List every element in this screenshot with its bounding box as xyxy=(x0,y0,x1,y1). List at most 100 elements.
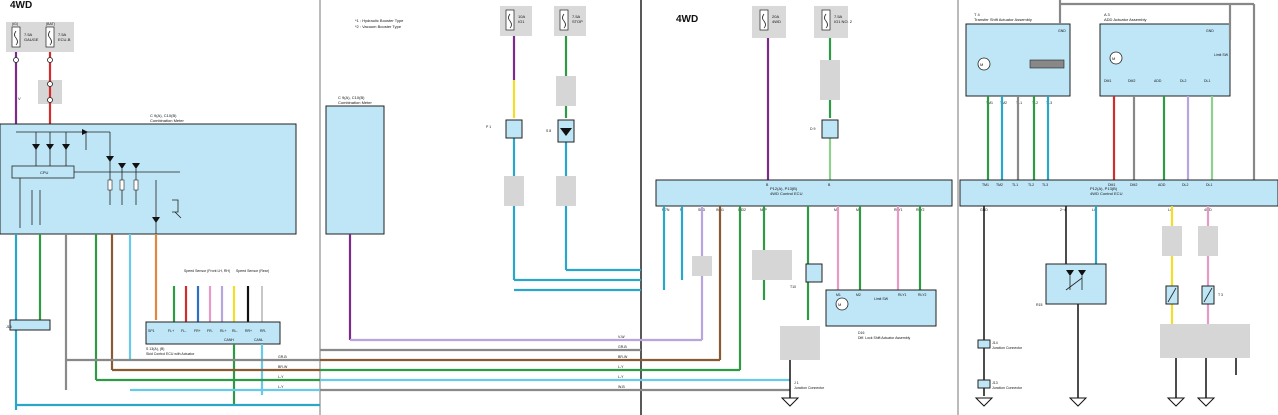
wire-label: GR-B xyxy=(278,355,287,359)
component-code: C 9(A), C10(B) xyxy=(150,113,177,118)
pin-label: RLY1 xyxy=(898,293,907,297)
pin-label: RR- xyxy=(260,329,267,333)
component-code: R15 xyxy=(1036,303,1042,307)
pin-label: M2 xyxy=(856,208,861,212)
component-code: P12(A), P13(B) xyxy=(1090,186,1118,191)
limit-switch-label: Limit SW xyxy=(874,297,889,301)
speed-sensor-front-label: Speed Sensor (Front LH, RH) xyxy=(184,269,230,273)
junction-name: Junction Connector xyxy=(992,386,1023,390)
wire-label: L-Y xyxy=(278,375,284,379)
stop-light-switch: S 8 xyxy=(546,119,575,143)
pin-label: DM1 xyxy=(1108,183,1115,187)
pin-label: TM2 xyxy=(996,183,1003,187)
component-code: D16 xyxy=(858,331,864,335)
fuse-rating: 7.5A xyxy=(24,32,33,37)
pin-label: DL1 xyxy=(1204,79,1210,83)
junction-name: Junction Connector xyxy=(992,346,1023,350)
pin-label: FR+ xyxy=(194,329,201,333)
component-name: Combination Meter xyxy=(338,100,372,105)
limit-switch-label: Limit SW xyxy=(1214,53,1229,57)
component-code: P 1 xyxy=(486,125,491,129)
pin-label: DM1 xyxy=(1104,79,1111,83)
fuse-rating: 7.5A xyxy=(572,14,581,19)
pin-label: DL1 xyxy=(1206,183,1212,187)
pin-label: FL+ xyxy=(168,329,174,333)
pin-label: RL+ xyxy=(220,329,227,333)
pin-label: RL- xyxy=(232,329,238,333)
fuse-rating: 7.5A xyxy=(58,32,67,37)
fuse-name: IG1 xyxy=(518,19,525,24)
fuse-name: STOP xyxy=(572,19,583,24)
pin-label: DM2 xyxy=(1128,79,1135,83)
component-code: T 3 xyxy=(1218,293,1223,297)
fuse-name: 4WD xyxy=(772,19,781,24)
pin-label: L4 xyxy=(1168,208,1172,212)
transfer-shift-actuator: T 4 Transfer Shift Actuator Assembly M G… xyxy=(965,12,1071,105)
wire-label: L-Y xyxy=(618,375,624,379)
pin-label: CANL xyxy=(254,338,263,342)
fuse-ig1: 10A IG1 xyxy=(500,6,532,36)
transfer-switch-t10 xyxy=(1165,285,1179,305)
component-code: T10 xyxy=(790,285,796,289)
wire-label: BR-W xyxy=(278,365,288,369)
wire-label: GR-B xyxy=(618,345,627,349)
pin-label: TL1 xyxy=(1012,183,1018,187)
fuse-rating: 20A xyxy=(772,14,779,19)
pin-label: CANH xyxy=(224,338,234,342)
page-title-left: 4WD xyxy=(10,0,32,11)
pin-label: ADD xyxy=(1154,79,1162,83)
note-vacuum: *2 : Vacuum Booster Type xyxy=(355,24,402,29)
pin-label: DL2 xyxy=(1180,79,1186,83)
cpu-label: CPU xyxy=(40,170,49,175)
component-code: S 8 xyxy=(546,129,551,133)
component-name: Diff. Lock Shift Actuator Assembly xyxy=(858,336,911,340)
wire-label: BR-W xyxy=(618,355,628,359)
wire-label: V-W xyxy=(618,335,625,339)
speed-sensor-wires: Speed Sensor (Front LH, RH) Speed Sensor… xyxy=(172,269,269,322)
junction-code: J 1 xyxy=(794,381,799,385)
fuse-name: IG1 NO. 2 xyxy=(834,19,853,24)
pin-label: M2 xyxy=(856,293,861,297)
combination-meter-2: C 9(A), C10(B) Combination Meter xyxy=(325,95,385,235)
junction-block xyxy=(9,319,51,331)
junction-code: J14 xyxy=(992,341,998,345)
component-code: D 9 xyxy=(810,127,816,131)
fuse-id: (IG) xyxy=(12,22,18,26)
component-code: T 4 xyxy=(974,12,980,17)
component-code: A 3 xyxy=(1104,12,1111,17)
wire-label: L-Y xyxy=(618,365,624,369)
pin-label: DM2 xyxy=(1130,183,1137,187)
pin-label: M7N xyxy=(662,208,670,212)
pin-label: FR- xyxy=(207,329,214,333)
pin-label: IND2 xyxy=(738,208,746,212)
svg-text:M: M xyxy=(980,62,983,67)
lock-shift-switch: D 9 xyxy=(810,119,839,139)
page-title-right: 4WD xyxy=(676,14,698,25)
pin-label: B xyxy=(766,183,769,187)
pin-label: DL2 xyxy=(1182,183,1188,187)
component-name: Skid Control ECU with Actuator xyxy=(146,352,195,356)
svg-text:M: M xyxy=(1112,56,1115,61)
parking-brake-switch: P 1 xyxy=(486,119,523,139)
fuse-4wd: 20A 4WD xyxy=(752,6,786,38)
fuse-id: (BAT) xyxy=(46,22,55,26)
gnd-label: GND xyxy=(1058,29,1066,33)
svg-text:M: M xyxy=(838,302,841,307)
combination-meter: C 9(A), C10(B) Combination Meter CPU xyxy=(0,113,297,235)
pin-label: M1 xyxy=(836,293,841,297)
pin-label: LO xyxy=(1092,208,1097,212)
4wd-control-ecu-2: P12(A), P13(B) 4WD Control ECU TM1 TM2 T… xyxy=(959,179,1278,212)
pin-label: TM2 xyxy=(1000,101,1007,105)
fuse-ig1-no2: 7.5A IG1 NO. 2 xyxy=(814,6,853,38)
pin-label: TL2 xyxy=(1028,183,1034,187)
note-hydraulic: *1 : Hydraulic Booster Type xyxy=(355,18,404,23)
skid-control-ecu: SP1 FL+ FL- FR+ FR- RL+ RL- RR+ RR- CANH… xyxy=(145,321,281,356)
wire-label: L-Y xyxy=(278,385,284,389)
pin-label: SP1 xyxy=(148,329,155,333)
component-name: ADD Actuator Assembly xyxy=(1104,17,1146,22)
transfer-position-switch: T10 xyxy=(790,263,823,289)
transfer-indicator-switch: T 3 xyxy=(1201,285,1223,305)
diff-lock-actuator: M M1 M2 RLY1 RLY2 Limit SW D16 Diff. Loc… xyxy=(825,289,937,340)
